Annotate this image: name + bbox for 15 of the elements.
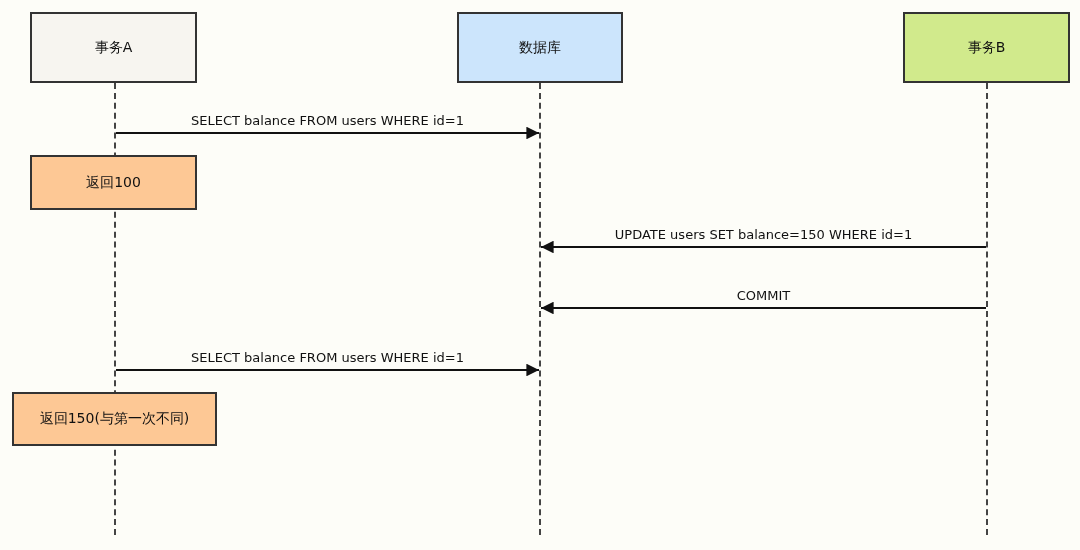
edge-label: SELECT balance FROM users WHERE id=1 — [189, 350, 466, 365]
participant-box: 事务B — [903, 12, 1070, 83]
arrow — [115, 363, 540, 377]
note-box: 返回150(与第一次不同) — [12, 392, 217, 446]
participant-box: 事务A — [30, 12, 197, 83]
arrow — [540, 240, 987, 254]
arrow — [540, 301, 987, 315]
lifeline — [986, 83, 988, 535]
edge-label: SELECT balance FROM users WHERE id=1 — [189, 113, 466, 128]
note-box: 返回100 — [30, 155, 197, 210]
lifeline — [539, 83, 541, 535]
arrow — [115, 126, 540, 140]
edge-label: COMMIT — [734, 288, 793, 303]
edge-label: UPDATE users SET balance=150 WHERE id=1 — [612, 227, 915, 242]
participant-box: 数据库 — [457, 12, 623, 83]
